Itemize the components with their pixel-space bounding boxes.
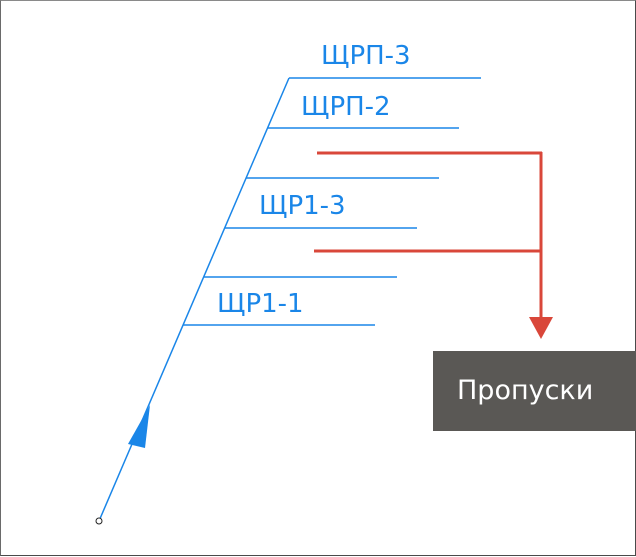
callout-label: Пропуски (433, 351, 636, 431)
label-shrp3: ЩРП-3 (321, 41, 411, 71)
pointer-arrow-icon (529, 317, 553, 339)
label-shr13: ЩР1-3 (259, 191, 346, 221)
label-shr11: ЩР1-1 (217, 289, 304, 319)
label-shrp2: ЩРП-2 (301, 92, 391, 122)
riser-line (98, 77, 290, 522)
direction-arrow-icon (128, 405, 150, 448)
start-point (95, 517, 103, 525)
